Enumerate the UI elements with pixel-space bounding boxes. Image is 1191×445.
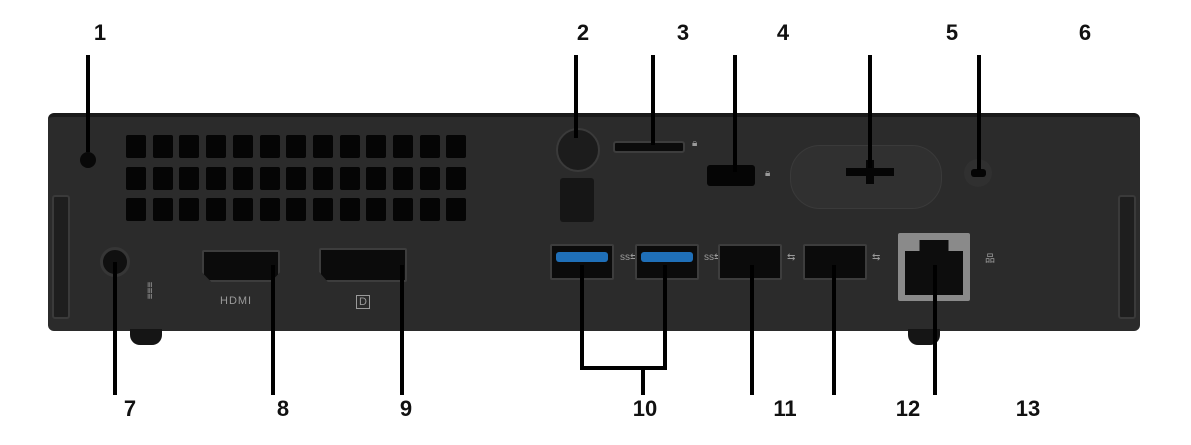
left-foot <box>130 329 162 345</box>
vent-slot <box>179 166 200 190</box>
vent-slot <box>393 166 413 190</box>
security-cable-slot[interactable] <box>707 165 755 186</box>
usb-ss-icon: ss⇆ <box>704 252 723 263</box>
vent-slot <box>312 198 333 221</box>
callout-line <box>977 55 981 170</box>
callout-number: 1 <box>93 20 107 45</box>
callout-number: 11 <box>773 396 797 421</box>
callout-number: 10 <box>632 396 658 421</box>
vent-slot <box>339 135 360 158</box>
antenna-connector-2[interactable] <box>971 169 986 177</box>
vent-slot <box>259 198 280 221</box>
vent-slot <box>446 166 467 190</box>
vent-slot <box>286 198 307 221</box>
callout-line <box>400 265 404 395</box>
callout-line <box>832 265 836 395</box>
antenna-connector[interactable] <box>866 160 874 184</box>
displayport-print: D <box>356 295 370 309</box>
vent-slot <box>446 198 467 221</box>
usb3-tongue <box>641 252 693 262</box>
vent-slot <box>393 198 413 221</box>
power-print: ≡≡≡ <box>143 281 155 300</box>
callout-number: 2 <box>576 20 590 45</box>
callout-line <box>733 55 737 172</box>
callout-number: 4 <box>776 20 790 45</box>
padlock-icon: 🔒︎ <box>692 138 698 149</box>
vent-slot <box>366 166 387 190</box>
cover-screw-hole <box>80 152 96 168</box>
right-side-rail <box>1118 195 1136 319</box>
vent-slot <box>152 198 173 221</box>
callout-number: 3 <box>676 20 690 45</box>
callout-line <box>574 55 578 138</box>
callout-number: 9 <box>399 396 413 421</box>
vent-slot <box>312 166 333 190</box>
vent-slot <box>339 198 360 221</box>
callout-line <box>580 265 584 368</box>
vent-slot <box>286 135 307 158</box>
vent-slot <box>126 166 146 190</box>
thumbscrew[interactable] <box>556 128 600 172</box>
vent-slot <box>232 166 253 190</box>
vent-slot <box>152 166 173 190</box>
callout-number: 6 <box>1078 20 1092 45</box>
vent-slot <box>126 198 146 221</box>
vent-slot <box>179 198 200 221</box>
network-icon: 品 <box>985 254 995 265</box>
vent-slot <box>366 135 387 158</box>
callout-line <box>868 55 872 168</box>
callout-number: 8 <box>276 396 290 421</box>
left-side-rail <box>52 195 70 319</box>
callout-number: 5 <box>945 20 959 45</box>
vent-slot <box>206 166 227 190</box>
callout-line <box>933 265 937 395</box>
right-foot <box>908 329 940 345</box>
usb3-port-2[interactable] <box>635 244 699 280</box>
vent-slot <box>339 166 360 190</box>
vent-slot <box>419 135 440 158</box>
vent-slot <box>259 135 280 158</box>
usb-ss-icon: ss⇆ <box>620 252 639 263</box>
callout-number: 12 <box>895 396 921 421</box>
hdmi-print: HDMI <box>220 295 253 307</box>
vent-slot <box>126 135 146 158</box>
callout-line <box>750 265 754 395</box>
vent-slot <box>152 135 173 158</box>
vent-slot <box>393 135 413 158</box>
vent-slot <box>206 198 227 221</box>
callout-line <box>641 368 645 395</box>
vent-slot <box>312 135 333 158</box>
callout-line <box>271 265 275 395</box>
vent-slot <box>232 198 253 221</box>
vent-slot <box>179 135 200 158</box>
vent-slot <box>206 135 227 158</box>
usb3-tongue <box>556 252 608 262</box>
vent-slot <box>259 166 280 190</box>
vent-slot <box>232 135 253 158</box>
callout-line <box>86 55 90 152</box>
callout-line <box>113 262 117 395</box>
thumbscrew-bracket <box>560 178 594 222</box>
callout-number: 13 <box>1015 396 1041 421</box>
callout-line <box>663 265 667 368</box>
padlock-ring[interactable] <box>613 141 685 153</box>
vent-slot <box>419 198 440 221</box>
vent-slot <box>366 198 387 221</box>
usb2-powershare-port[interactable] <box>803 244 867 280</box>
callout-line <box>651 55 655 145</box>
callout-bracket <box>580 366 667 370</box>
hdmi-port[interactable] <box>202 250 280 282</box>
lock-icon: 🔒︎ <box>765 168 771 179</box>
usb-power-icon: ⇆ <box>872 252 881 263</box>
vent-slot <box>446 135 467 158</box>
callout-number: 7 <box>123 396 137 421</box>
vent-slot <box>286 166 307 190</box>
usb-icon: ⇆ <box>787 252 796 263</box>
vent-slot <box>419 166 440 190</box>
displayport-port[interactable] <box>319 248 407 282</box>
